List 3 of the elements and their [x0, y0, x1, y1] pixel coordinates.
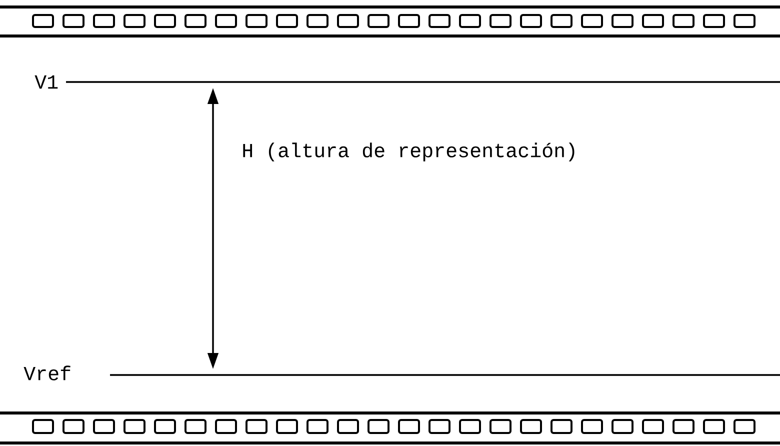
- label: Vref: [24, 366, 70, 380]
- label: V1: [34, 75, 58, 89]
- label: H (altura de representación): [243, 142, 574, 162]
